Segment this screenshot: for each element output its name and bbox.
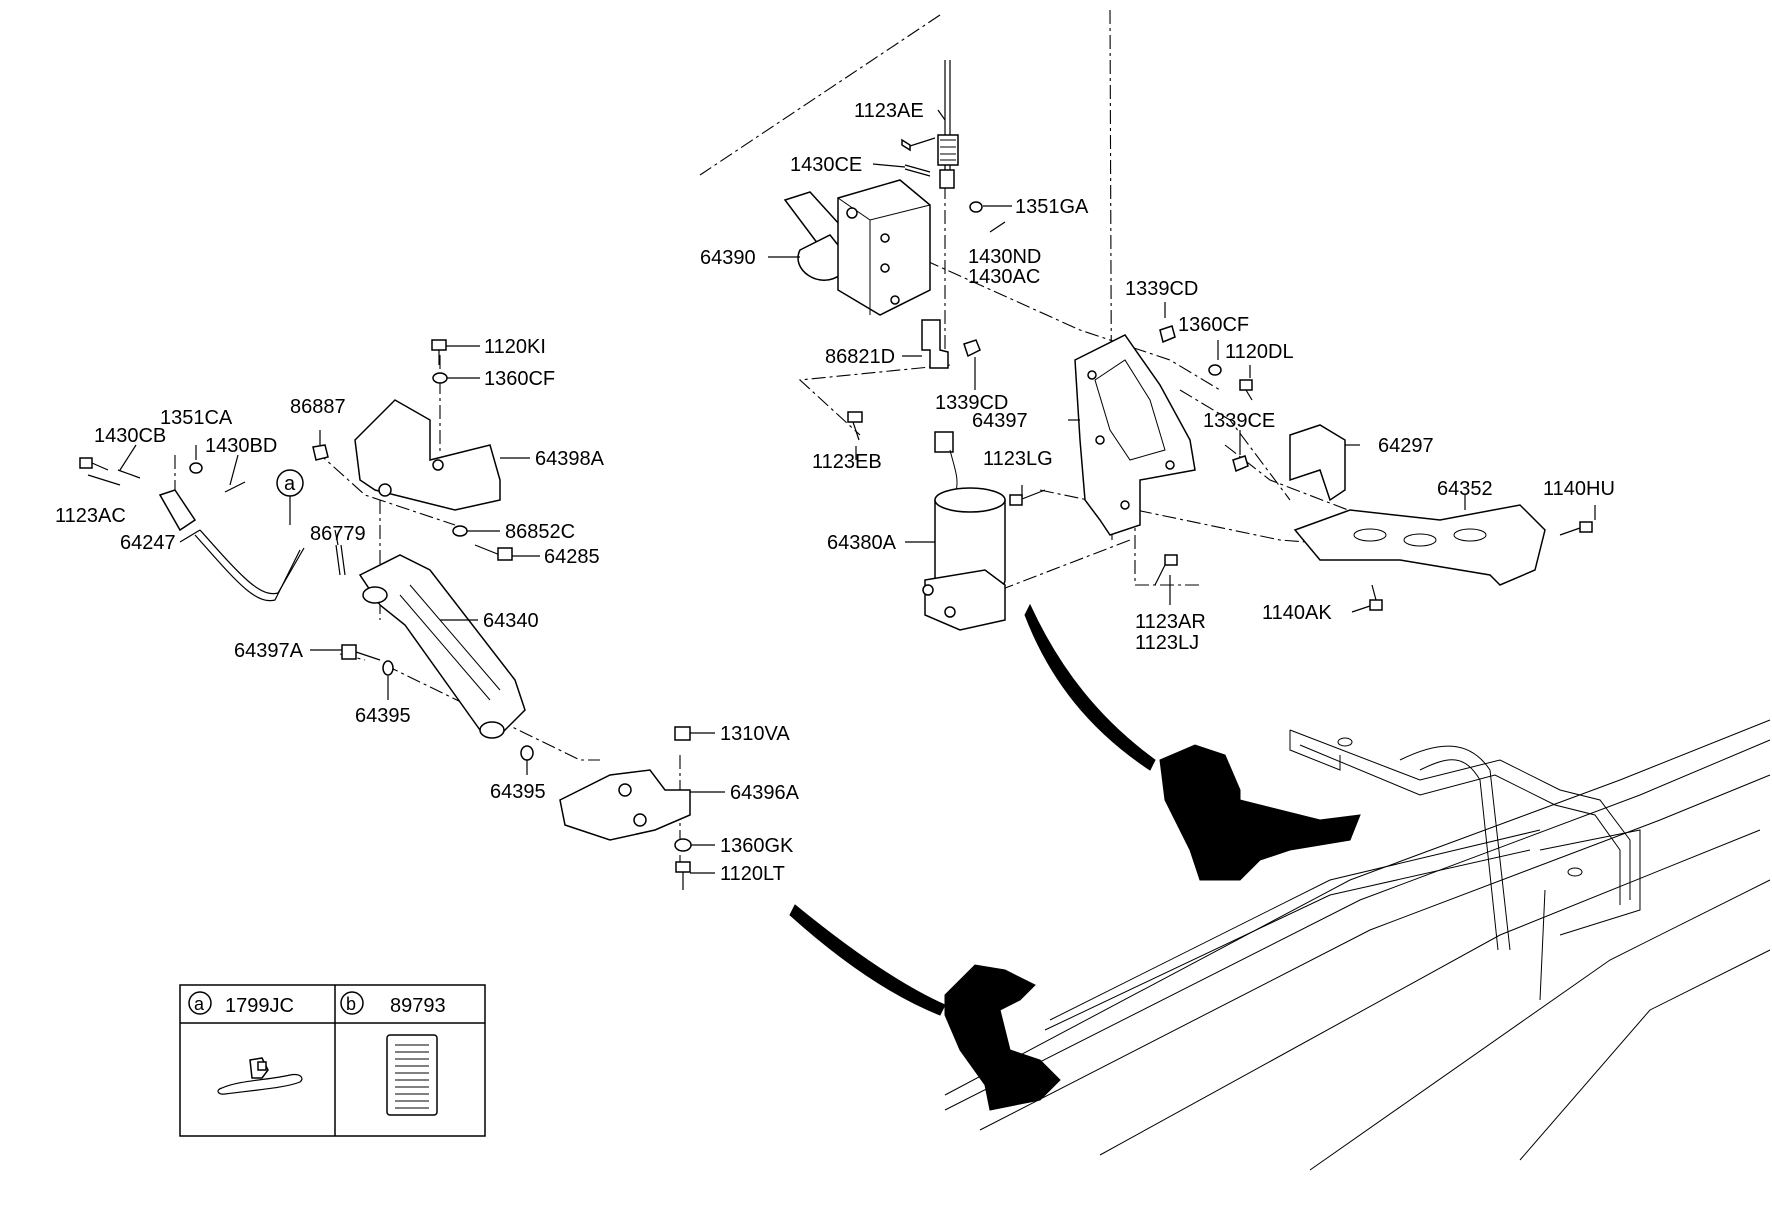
washer-1360CF-left (432, 372, 448, 384)
pin-1430BD (224, 481, 246, 493)
label-1123AC: 1123AC (55, 505, 126, 527)
actuator-cable (937, 60, 959, 189)
legend-part-1799JC: 1799JC (225, 995, 294, 1017)
pin-1430ND (989, 221, 1006, 233)
label-1360CF-left: 1360CF (484, 368, 555, 390)
washer-1360CF-upper (1208, 364, 1222, 376)
label-1123LJ: 1123LJ (1135, 632, 1199, 654)
nut-1310VA (674, 726, 691, 741)
label-64380A: 64380A (827, 532, 897, 554)
nut-1339CD-lower (963, 339, 981, 358)
nut-1339CE (1232, 455, 1249, 473)
label-64390: 64390 (700, 247, 756, 269)
label-1123AR: 1123AR (1135, 611, 1206, 633)
legend-circle-a-letter: a (194, 994, 205, 1014)
nut-1339CD-upper (1159, 325, 1176, 344)
label-64297: 64297 (1378, 435, 1434, 457)
label-64395-lower: 64395 (490, 781, 546, 803)
label-86887: 86887 (290, 396, 346, 418)
washer-64395-upper (382, 660, 394, 676)
linkage-rod-64247 (158, 489, 305, 602)
bolt-1123AC (79, 457, 109, 471)
label-circle-a: a (284, 473, 296, 495)
label-86779: 86779 (310, 523, 366, 545)
washer-64395-lower (520, 745, 534, 761)
label-1140HU: 1140HU (1543, 478, 1615, 500)
legend-part-89793: 89793 (390, 995, 446, 1017)
label-64396A: 64396A (730, 782, 800, 804)
washer-1360GK (674, 838, 692, 852)
label-1351CA: 1351CA (160, 407, 233, 429)
bolt-64397A (341, 644, 381, 661)
bolt-1123AR (1154, 554, 1178, 586)
label-1360GK: 1360GK (720, 835, 794, 857)
washer-86852C (452, 525, 468, 537)
label-1430BD: 1430BD (205, 435, 277, 457)
legend-circle-b (340, 991, 364, 1015)
label-86852C: 86852C (505, 521, 575, 543)
pin-1430CB (117, 469, 141, 479)
label-1339CD-upper: 1339CD (1125, 278, 1198, 300)
part-labels: 1123AE 1430CE 1351GA 1430ND 1430AC 64390… (55, 100, 1615, 885)
label-1430CB: 1430CB (94, 425, 166, 447)
bolt-1123LG (1009, 489, 1046, 506)
label-1430AC: 1430AC (968, 266, 1040, 288)
fastener-1123AE (901, 137, 936, 152)
pin-1430CE (904, 164, 931, 177)
label-1430CE: 1430CE (790, 154, 862, 176)
washer-1351GA (969, 201, 983, 213)
label-1339CD-lower: 1339CD (935, 392, 1008, 414)
label-sheet-illustration (386, 1034, 438, 1116)
label-64352: 64352 (1437, 478, 1493, 500)
label-1360CF-upper: 1360CF (1178, 314, 1249, 336)
label-1339CE: 1339CE (1203, 410, 1275, 432)
label-1120LT: 1120LT (720, 863, 785, 885)
label-1351GA: 1351GA (1015, 196, 1089, 218)
motor-64380A (922, 431, 1006, 631)
washer-1351CA (189, 462, 203, 474)
bracket-64398A (354, 399, 501, 511)
label-1123EB: 1123EB (812, 451, 882, 473)
label-leaders (87, 109, 1596, 874)
vehicle-frame (944, 719, 1771, 1171)
label-1430ND: 1430ND (968, 246, 1041, 268)
label-1120DL: 1120DL (1225, 341, 1294, 363)
label-1120KI: 1120KI (484, 336, 546, 358)
installed-pump-silhouette (1024, 603, 1361, 881)
bolt-1140AK (1369, 584, 1383, 611)
installed-cylinder-silhouette (789, 904, 1061, 1111)
label-1310VA: 1310VA (720, 723, 790, 745)
bracket-64297 (1289, 424, 1346, 502)
label-64340: 64340 (483, 610, 539, 632)
label-64397A: 64397A (234, 640, 304, 662)
bolt-1123EB (847, 411, 863, 441)
legend-circle-a (188, 991, 212, 1015)
label-86821D: 86821D (825, 346, 895, 368)
legend-circle-b-letter: b (346, 994, 356, 1014)
label-1140AK: 1140AK (1262, 602, 1332, 624)
label-64398A: 64398A (535, 448, 605, 470)
label-1123LG: 1123LG (983, 448, 1053, 470)
pump-motor-unit-64390 (783, 179, 931, 316)
bracket-64397 (1074, 334, 1196, 536)
cylinder-64340 (358, 554, 526, 739)
cable-clip-illustration (217, 1057, 303, 1095)
nut-86887 (312, 444, 329, 461)
label-64397: 64397 (972, 410, 1028, 432)
label-1123AE: 1123AE (854, 100, 924, 122)
bolt-1120KI (431, 339, 447, 365)
bracket-64396A (559, 769, 691, 841)
legend-box: a 1799JC b 89793 (179, 984, 486, 1137)
crossmember-64352 (1293, 504, 1546, 586)
label-64285: 64285 (544, 546, 600, 568)
clamp-86821D (921, 319, 949, 369)
label-64247: 64247 (120, 532, 176, 554)
label-64395-upper: 64395 (355, 705, 411, 727)
pin-86779 (335, 544, 346, 576)
bolt-64285 (474, 544, 513, 561)
bolt-1120LT (675, 861, 691, 890)
bolt-1120DL (1239, 379, 1253, 401)
bolt-1140HU (1559, 521, 1593, 536)
